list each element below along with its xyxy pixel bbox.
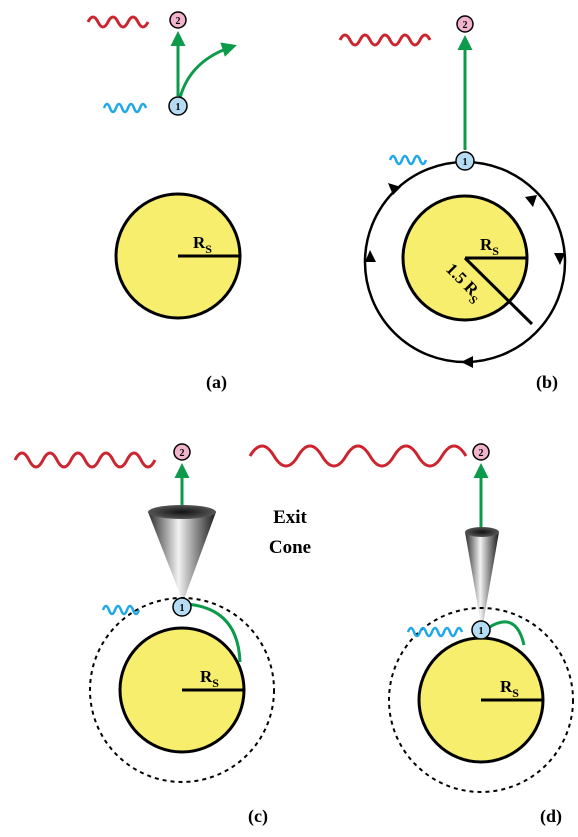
emitter-node <box>471 620 491 640</box>
receiver-number: 2 <box>176 16 181 27</box>
red-wave <box>86 15 150 29</box>
receiver-node <box>456 15 474 33</box>
caption-b: (b) <box>536 372 558 393</box>
emitter-number: 1 <box>180 603 185 614</box>
panel-a: 2 1 RS (a) <box>86 11 242 393</box>
radius-label: RS <box>193 233 212 256</box>
emitter-node <box>455 151 475 171</box>
red-wave <box>248 444 468 468</box>
panel-c: 2 Exit Cone RS 1 (c) <box>13 443 311 827</box>
ray-curved <box>178 42 237 99</box>
red-wave <box>338 33 432 47</box>
caption-d: (d) <box>540 806 562 827</box>
receiver-node <box>472 443 490 461</box>
emitter-node <box>168 96 188 116</box>
radius-label: RS <box>480 235 499 258</box>
blue-wave <box>101 604 141 616</box>
orbit-arrow <box>388 183 401 195</box>
caption-c: (c) <box>248 806 268 827</box>
receiver-number: 2 <box>479 448 484 459</box>
receiver-node <box>173 443 191 461</box>
blue-wave <box>406 626 464 638</box>
photon-radius-line <box>463 256 534 326</box>
radius-label: RS <box>200 667 219 690</box>
orbit-arrow <box>554 253 565 265</box>
caption-a: (a) <box>206 372 227 393</box>
emitter-number: 1 <box>463 157 468 168</box>
blue-wave <box>102 102 148 114</box>
radius-label: RS <box>500 677 519 700</box>
red-wave <box>13 451 157 469</box>
ray-curved-back <box>487 620 526 646</box>
emitter-node <box>172 597 192 617</box>
receiver-number: 2 <box>180 448 185 459</box>
photon-sphere-dashed <box>388 607 574 793</box>
emitter-number: 1 <box>479 626 484 637</box>
exit-cone-label-line2: Cone <box>269 537 311 558</box>
receiver-node <box>169 11 187 29</box>
ray-curved-back <box>185 602 242 663</box>
exit-cone-label-line1: Exit <box>273 507 307 528</box>
panel-b: 2 RS 1.5 RS 1 (b) <box>338 15 567 393</box>
blue-wave <box>388 154 428 166</box>
exit-cone <box>465 532 499 630</box>
orbit-arrow <box>461 356 473 368</box>
panel-d: 2 RS 1 (d) <box>248 443 574 827</box>
exit-cone <box>148 512 216 602</box>
emitter-number: 1 <box>176 102 181 113</box>
orbit-arrow <box>365 250 376 262</box>
exit-cone-top <box>148 505 216 519</box>
orbit-arrow <box>525 195 537 207</box>
exit-cone-top <box>465 527 499 537</box>
receiver-number: 2 <box>463 20 468 31</box>
